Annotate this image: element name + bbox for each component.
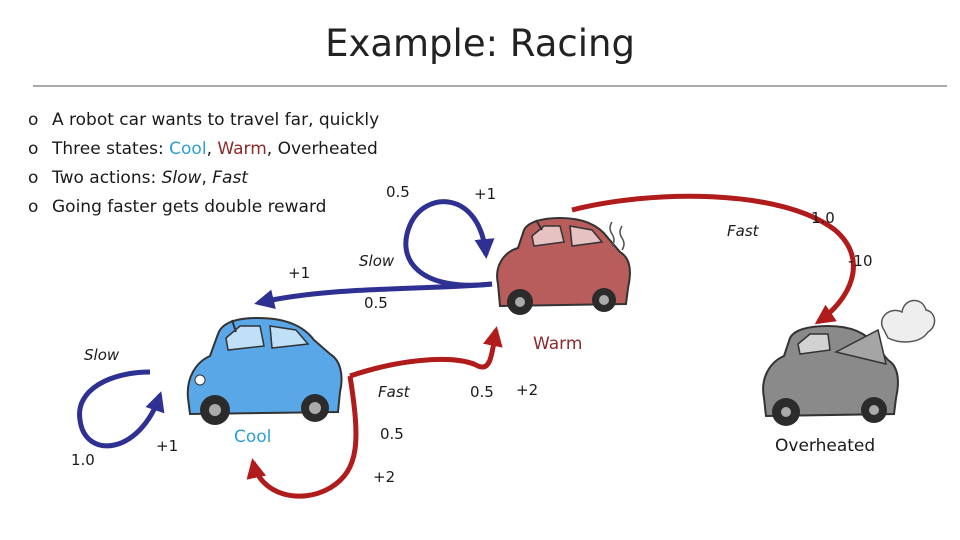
warm-slow-to-cool-reward-label: +1 — [288, 264, 311, 282]
cool-slow-reward-label: +1 — [156, 437, 179, 455]
bullet-marker: o — [28, 197, 39, 217]
bullet-marker: o — [28, 168, 39, 188]
separator: , — [201, 168, 213, 188]
state-label-warm: Warm — [533, 334, 583, 354]
arrow-warm-slow-loop — [403, 199, 495, 288]
bullet-text: A robot car wants to travel far, quickly — [52, 110, 380, 130]
bullet-prefix: Three states: — [52, 139, 170, 159]
warm-slow-action-label: Slow — [359, 252, 395, 270]
cool-fast-loop-reward-label: +2 — [373, 468, 396, 486]
arrow-cool-slow-loop — [77, 369, 165, 449]
warm-fast-prob-label: 1.0 — [811, 209, 835, 227]
warm-car-icon — [496, 216, 631, 315]
state-label-overheated: Overheated — [775, 436, 876, 456]
bullet-item: o Two actions: Slow, Fast — [28, 164, 379, 193]
separator: , — [206, 139, 218, 159]
state-word-cool: Cool — [169, 139, 207, 159]
cool-fast-action-label: Fast — [378, 383, 410, 401]
bullet-prefix: Two actions: — [52, 168, 162, 188]
bullet-item: o Going faster gets double reward — [28, 193, 379, 222]
arrow-warm-fast-to-overheated — [571, 193, 856, 325]
state-label-cool: Cool — [234, 427, 272, 447]
title-divider — [33, 85, 947, 87]
cool-car-icon — [186, 316, 343, 425]
arrow-warm-slow-to-cool — [254, 281, 493, 310]
action-word-fast: Fast — [212, 168, 248, 188]
warm-slow-loop-reward-label: +1 — [474, 185, 497, 203]
warm-fast-action-label: Fast — [727, 222, 759, 240]
cool-slow-prob-label: 1.0 — [71, 451, 95, 469]
action-word-slow: Slow — [161, 168, 202, 188]
state-word-overheated: , Overheated — [266, 139, 378, 159]
bullet-marker: o — [28, 110, 39, 130]
cool-fast-to-warm-reward-label: +2 — [516, 381, 539, 399]
bullet-marker: o — [28, 139, 39, 159]
slide-title: Example: Racing — [325, 22, 635, 65]
bullet-list: o A robot car wants to travel far, quick… — [28, 106, 379, 222]
cool-slow-action-label: Slow — [84, 346, 120, 364]
warm-slow-to-cool-prob-label: 0.5 — [364, 294, 388, 312]
cool-fast-to-warm-prob-label: 0.5 — [470, 383, 494, 401]
warm-fast-reward-label: -10 — [848, 252, 873, 270]
bullet-item: o Three states: Cool, Warm, Overheated — [28, 135, 379, 164]
bullet-text: Going faster gets double reward — [52, 197, 327, 217]
bullet-text: Two actions: Slow, Fast — [52, 164, 248, 193]
arrow-cool-fast-to-warm — [349, 326, 503, 379]
overheated-car-icon — [762, 299, 936, 426]
cool-fast-loop-prob-label: 0.5 — [380, 425, 404, 443]
warm-slow-loop-prob-label: 0.5 — [386, 183, 410, 201]
arrow-cool-fast-loop — [246, 375, 359, 499]
bullet-item: o A robot car wants to travel far, quick… — [28, 106, 379, 135]
state-word-warm: Warm — [217, 139, 267, 159]
bullet-text: Three states: Cool, Warm, Overheated — [52, 135, 378, 164]
